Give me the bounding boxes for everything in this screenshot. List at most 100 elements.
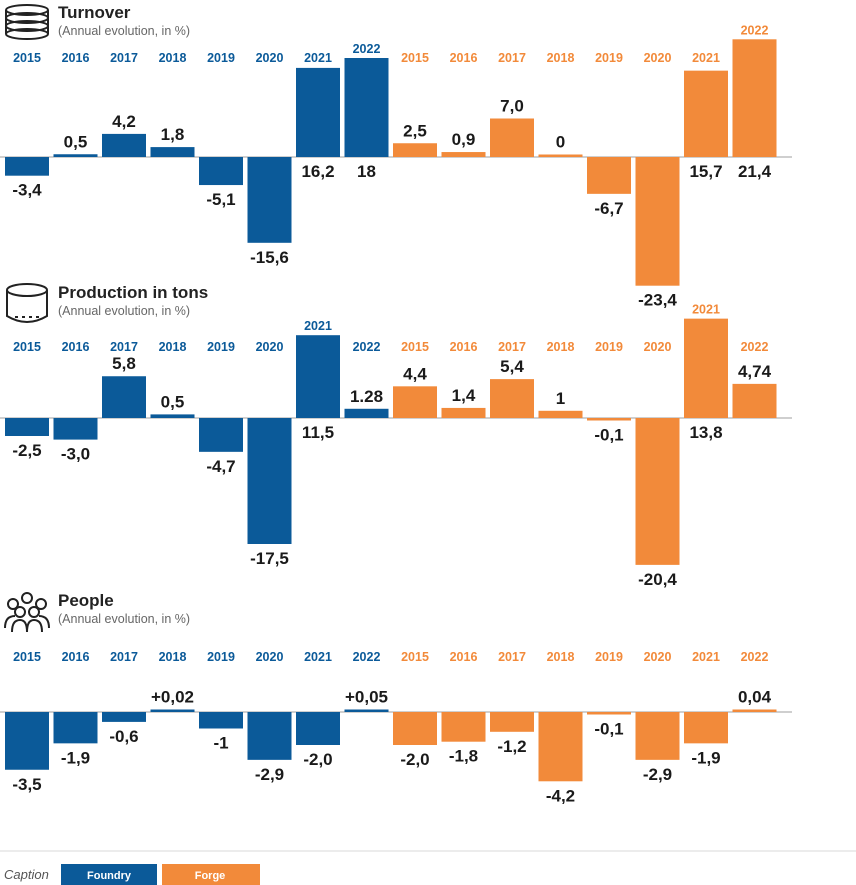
value-label: 2,5 xyxy=(403,121,427,140)
year-label: 2019 xyxy=(595,51,623,65)
year-label: 2022 xyxy=(741,340,769,354)
bar-foundry-2019 xyxy=(199,712,243,729)
year-label: 2020 xyxy=(644,650,672,664)
year-label: 2016 xyxy=(450,340,478,354)
coins-icon xyxy=(5,4,49,40)
value-label: 5,8 xyxy=(112,354,136,373)
value-label: +0,05 xyxy=(345,688,388,707)
bar-forge-2016 xyxy=(441,712,486,742)
panel-production-in-tons: Production in tons (Annual evolution, in … xyxy=(0,283,792,589)
year-label: 2017 xyxy=(110,51,138,65)
value-label: -2,9 xyxy=(255,765,284,784)
bar-foundry-2019 xyxy=(199,418,243,452)
year-label: 2022 xyxy=(353,650,381,664)
bar-forge-2021 xyxy=(684,70,728,157)
year-label: 2021 xyxy=(692,303,720,317)
value-label: -0,6 xyxy=(109,727,138,746)
panel-title: Production in tons xyxy=(58,283,208,302)
year-label: 2021 xyxy=(304,51,332,65)
year-label: 2020 xyxy=(644,51,672,65)
value-label: 21,4 xyxy=(738,162,772,181)
value-label: 4,2 xyxy=(112,112,136,131)
bar-foundry-2020 xyxy=(247,418,292,544)
year-label: 2015 xyxy=(401,650,429,664)
people-icon xyxy=(4,592,50,633)
value-label: -1,9 xyxy=(61,748,90,767)
year-label: 2018 xyxy=(547,51,575,65)
value-label: 0 xyxy=(556,133,565,152)
year-label: 2015 xyxy=(13,51,41,65)
value-label: -15,6 xyxy=(250,248,289,267)
year-label: 2019 xyxy=(207,340,235,354)
panel-subtitle: (Annual evolution, in %) xyxy=(58,304,190,318)
year-label: 2016 xyxy=(450,650,478,664)
bar-foundry-2018 xyxy=(150,147,195,157)
value-label: -4,7 xyxy=(206,457,235,476)
bar-foundry-2017 xyxy=(102,133,146,157)
value-label: 1,4 xyxy=(452,386,476,405)
year-label: 2017 xyxy=(110,650,138,664)
panel-people: People(Annual evolution, in %)-3,52015-1… xyxy=(0,591,792,805)
bar-foundry-2022 xyxy=(344,709,389,712)
year-label: 2015 xyxy=(13,650,41,664)
panel-title: People xyxy=(58,591,114,610)
value-label: 16,2 xyxy=(301,162,334,181)
bar-forge-2015 xyxy=(393,386,437,418)
year-label: 2021 xyxy=(692,51,720,65)
value-label: 0,9 xyxy=(452,130,476,149)
year-label: 2020 xyxy=(256,51,284,65)
bar-foundry-2018 xyxy=(150,709,195,712)
value-label: -3,0 xyxy=(61,445,90,464)
year-label: 2022 xyxy=(353,42,381,56)
value-label: -20,4 xyxy=(638,570,677,589)
value-label: -1,8 xyxy=(449,747,478,766)
bar-foundry-2017 xyxy=(102,376,146,418)
year-label: 2016 xyxy=(62,650,90,664)
bar-forge-2018 xyxy=(538,154,583,157)
bar-forge-2019 xyxy=(587,712,631,715)
value-label: -2,9 xyxy=(643,765,672,784)
year-label: 2020 xyxy=(256,340,284,354)
value-label: -5,1 xyxy=(206,190,235,209)
year-label: 2018 xyxy=(159,650,187,664)
bar-forge-2018 xyxy=(538,712,583,782)
value-label: 1,8 xyxy=(161,125,185,144)
value-label: 0,5 xyxy=(64,132,88,151)
year-label: 2019 xyxy=(207,650,235,664)
bar-foundry-2015 xyxy=(5,157,49,176)
year-label: 2017 xyxy=(110,340,138,354)
value-label: 13,8 xyxy=(689,423,722,442)
year-label: 2019 xyxy=(595,340,623,354)
year-label: 2015 xyxy=(401,51,429,65)
panel-title: Turnover xyxy=(58,3,131,22)
bar-forge-2015 xyxy=(393,712,437,745)
value-label: 11,5 xyxy=(302,423,334,442)
bar-forge-2017 xyxy=(490,118,534,157)
year-label: 2016 xyxy=(62,51,90,65)
bar-forge-2019 xyxy=(587,418,631,421)
value-label: -6,7 xyxy=(594,199,623,218)
value-label: 4,74 xyxy=(738,362,772,381)
value-label: -23,4 xyxy=(638,291,677,310)
bar-forge-2021 xyxy=(684,318,728,418)
value-label: 7,0 xyxy=(500,97,524,116)
value-label: -1,2 xyxy=(497,737,526,756)
value-label: -0,1 xyxy=(594,426,623,445)
value-label: 0,5 xyxy=(161,392,185,411)
year-label: 2018 xyxy=(159,51,187,65)
year-label: 2019 xyxy=(207,51,235,65)
value-label: -2,0 xyxy=(400,750,429,769)
year-label: 2018 xyxy=(159,340,187,354)
year-label: 2018 xyxy=(547,340,575,354)
bar-foundry-2016 xyxy=(53,418,98,440)
year-label: 2021 xyxy=(304,650,332,664)
legend-swatch-forge xyxy=(162,864,260,885)
bar-foundry-2019 xyxy=(199,157,243,186)
year-label: 2022 xyxy=(741,23,769,37)
bar-forge-2022 xyxy=(732,39,777,157)
year-label: 2022 xyxy=(741,650,769,664)
year-label: 2017 xyxy=(498,340,526,354)
value-label: 4,4 xyxy=(403,364,427,383)
